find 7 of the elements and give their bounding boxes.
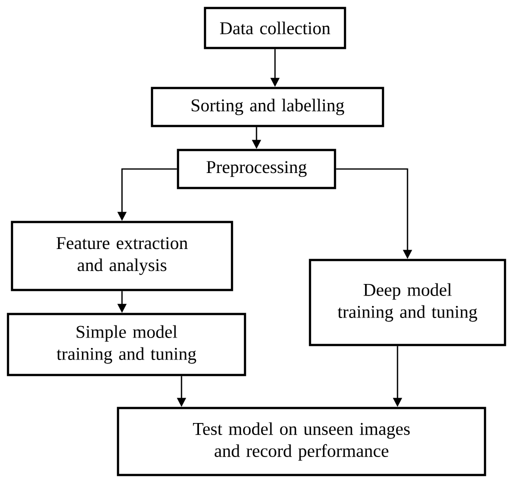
process-box: Data collection [204, 6, 346, 50]
process-box: Preprocessing [176, 148, 336, 190]
process-box: Test model on unseen images and record performance [116, 406, 486, 476]
process-box: Deep model training and tuning [308, 258, 506, 346]
process-box: Simple model training and tuning [6, 312, 246, 376]
process-box: Feature extraction and analysis [10, 220, 234, 292]
process-box: Sorting and labelling [150, 86, 384, 128]
